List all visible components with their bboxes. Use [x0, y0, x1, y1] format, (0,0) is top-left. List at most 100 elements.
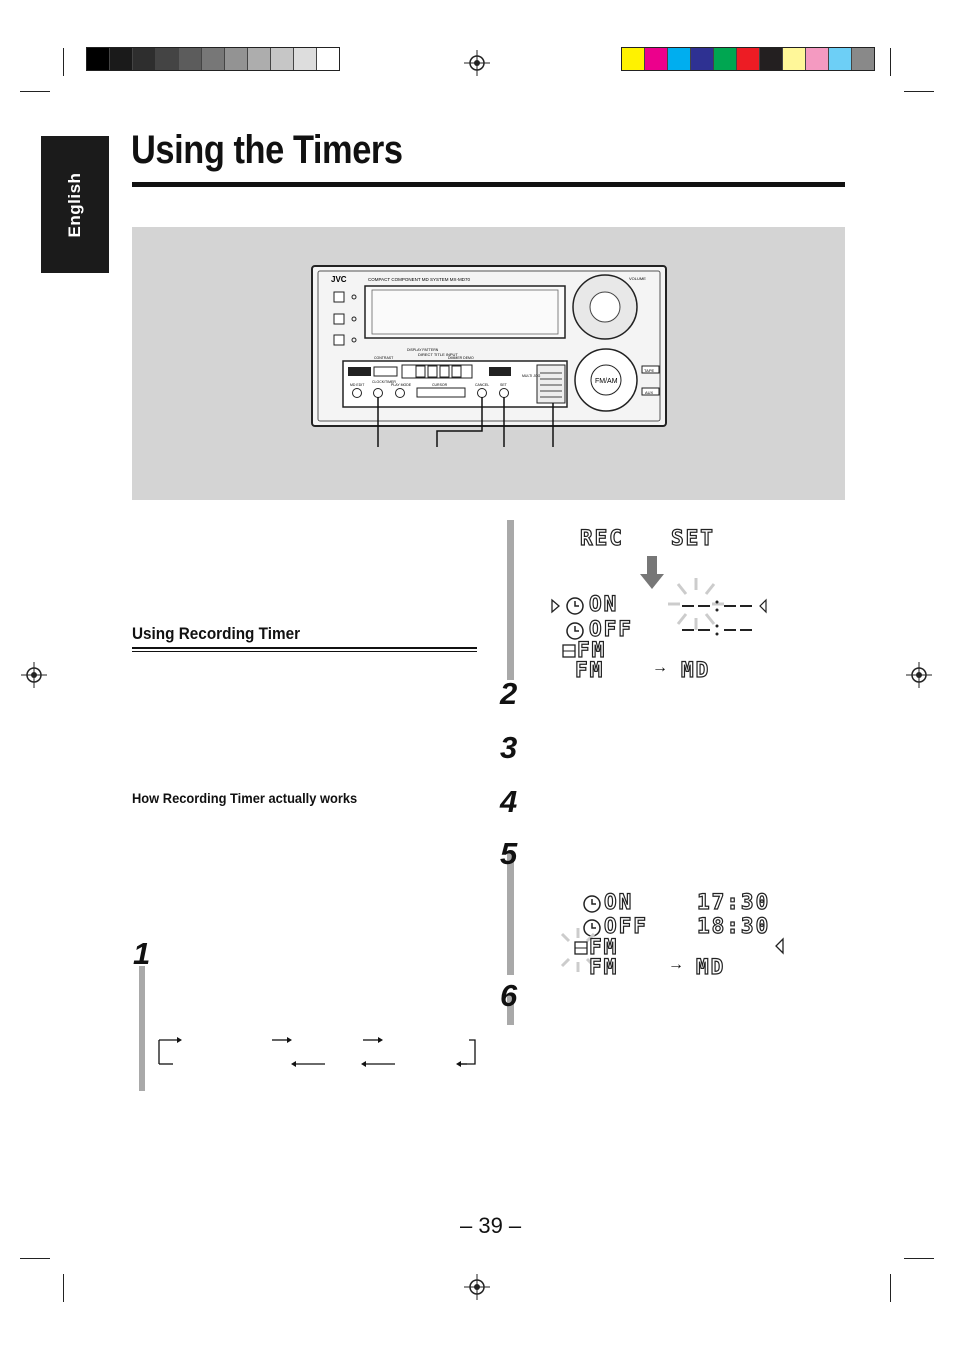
svg-text:DIMMER DEMO: DIMMER DEMO [448, 356, 474, 360]
color-swatch [691, 48, 714, 70]
down-arrow-icon [640, 556, 664, 589]
svg-text:DIRECT TITLE INPUT: DIRECT TITLE INPUT [418, 352, 458, 357]
color-swatch [737, 48, 760, 70]
svg-text:TAPE: TAPE [644, 368, 654, 373]
color-swatch [783, 48, 806, 70]
svg-text:CLOCK/TIMER: CLOCK/TIMER [372, 380, 396, 384]
volume-label: VOLUME [629, 276, 646, 281]
lcd-destination-label: MD [680, 657, 711, 682]
timer-icon [566, 622, 584, 640]
title-rule [132, 182, 845, 187]
gray-swatch [179, 48, 202, 70]
crop-mark [890, 48, 891, 76]
svg-text:SET: SET [500, 383, 508, 387]
lcd-band-label: FM [576, 637, 607, 662]
svg-text:PLAY MODE: PLAY MODE [391, 383, 412, 387]
svg-text:DISPLAY PATTERN: DISPLAY PATTERN [407, 348, 439, 352]
crop-mark [20, 1258, 50, 1259]
blank-time-digits [682, 598, 767, 636]
svg-text:CANCEL: CANCEL [475, 383, 489, 387]
section-heading: Using Recording Timer [132, 624, 301, 643]
registration-mark-icon [21, 662, 47, 688]
crop-mark [63, 48, 64, 76]
cursor-buttons[interactable] [416, 387, 466, 398]
color-calibration-bar [621, 47, 875, 71]
lcd-on-label: ON [603, 889, 634, 914]
blink-burst-icon [560, 928, 596, 972]
language-label: English [65, 172, 84, 237]
svg-text:CURSOR: CURSOR [432, 383, 448, 387]
gray-swatch [225, 48, 248, 70]
timer-icon [566, 597, 584, 615]
lcd-on-time: 17:30 [696, 889, 771, 914]
crop-mark [904, 1258, 934, 1259]
step-number: 3 [500, 730, 518, 765]
lcd-arrow-label: → [652, 659, 668, 676]
lcd-destination-label: MD [695, 954, 726, 979]
brand-logo: JVC [331, 275, 347, 284]
color-swatch [852, 48, 874, 70]
step-bar [507, 520, 514, 680]
registration-mark-icon [464, 50, 490, 76]
step-bar [139, 966, 145, 1091]
section-rule [132, 651, 477, 652]
gray-swatch [133, 48, 156, 70]
sound-button[interactable] [333, 313, 345, 325]
active-bass-button[interactable] [333, 334, 345, 346]
illustration-panel: JVC COMPACT COMPONENT MD SYSTEM MX-MD70 … [132, 227, 845, 500]
crop-mark [890, 1274, 891, 1302]
clock-timer-button[interactable] [373, 388, 383, 398]
gray-swatch [87, 48, 110, 70]
fm-am-button[interactable] [590, 364, 622, 396]
step-number: 1 [133, 936, 151, 971]
rec-band-icon [562, 644, 576, 658]
step-bar [507, 853, 514, 975]
color-swatch [622, 48, 645, 70]
indicator-icon [775, 937, 784, 955]
play-mode-button[interactable] [395, 388, 405, 398]
gray-swatch [294, 48, 317, 70]
md-edit-button[interactable] [352, 388, 362, 398]
aux-button[interactable] [641, 387, 660, 396]
step-number: 2 [500, 676, 518, 711]
lcd-source-label: FM [574, 657, 605, 682]
lcd-on-label: ON [588, 591, 619, 616]
cycle-diagram [158, 1037, 476, 1067]
section-rule [132, 647, 477, 649]
registration-mark-icon [906, 662, 932, 688]
lcd-rec-label: REC [579, 525, 624, 550]
page-title: Using the Timers [131, 128, 403, 172]
power-button[interactable] [333, 291, 345, 303]
rec-band-icon [574, 941, 588, 955]
model-caption: COMPACT COMPONENT MD SYSTEM MX-MD70 [368, 277, 471, 282]
lcd-off-label: OFF [588, 616, 633, 641]
svg-text:CONTRAST: CONTRAST [374, 356, 394, 360]
color-swatch [668, 48, 691, 70]
lcd-source-label: FM [588, 954, 619, 979]
crop-mark [904, 91, 934, 92]
gray-swatch [271, 48, 294, 70]
blink-burst-icon [668, 578, 724, 630]
color-swatch [645, 48, 668, 70]
gray-swatch [202, 48, 225, 70]
svg-text:MULTI JOG: MULTI JOG [522, 374, 541, 378]
gray-swatch [317, 48, 339, 70]
subheading: How Recording Timer actually works [132, 790, 358, 806]
lcd-band-label: FM [588, 934, 619, 959]
set-button[interactable] [499, 388, 509, 398]
tape-button[interactable] [641, 365, 660, 374]
color-swatch [829, 48, 852, 70]
svg-text:MD EDIT: MD EDIT [350, 383, 365, 387]
cancel-button[interactable] [477, 388, 487, 398]
indicator-icon [551, 598, 560, 614]
language-tab: English [41, 136, 109, 273]
step-number: 6 [500, 978, 518, 1013]
registration-mark-icon [464, 1274, 490, 1300]
gray-swatch [248, 48, 271, 70]
gray-swatch [110, 48, 133, 70]
gray-swatch [156, 48, 179, 70]
color-swatch [714, 48, 737, 70]
color-swatch [760, 48, 783, 70]
step-bar [507, 995, 514, 1025]
gray-scale-bar [86, 47, 340, 71]
